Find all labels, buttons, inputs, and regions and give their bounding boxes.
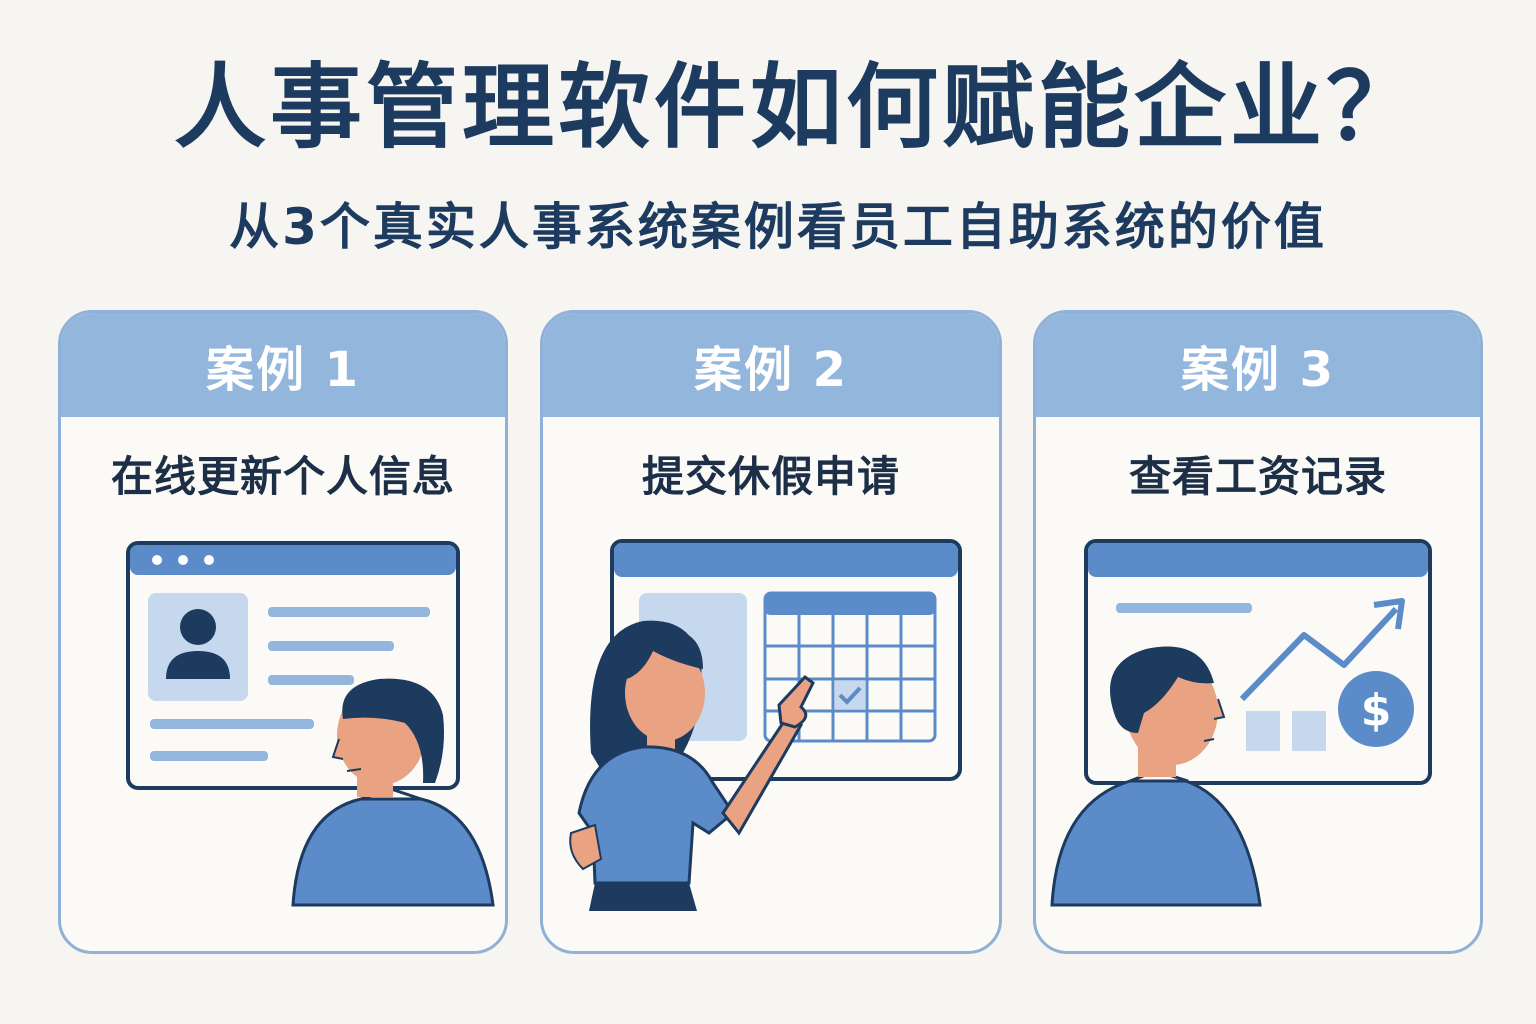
page-title: 人事管理软件如何赋能企业？ [173, 54, 1422, 161]
case-card-1-header: 案例 1 [61, 313, 505, 417]
case-card-1-caption: 在线更新个人信息 [110, 452, 455, 501]
page-subtitle: 从3个真实人事系统案例看员工自助系统的价值 [229, 198, 1327, 256]
case-card-3-header: 案例 3 [1036, 313, 1480, 417]
window-dot-icon [152, 555, 162, 565]
case-1-illustration [126, 541, 495, 907]
window-dot-icon [204, 555, 214, 565]
dollar-coin-icon: $ [1338, 671, 1414, 747]
person-illustration [1050, 646, 1262, 907]
case-2-illustration [569, 539, 962, 911]
case-card-3: 案例 3 查看工资记录 $ [1033, 310, 1483, 954]
person-illustration [291, 678, 495, 907]
case-card-1: 案例 1 在线更新个人信息 [58, 310, 508, 954]
window-dot-icon [178, 555, 188, 565]
person-illustration [569, 620, 815, 911]
trend-arrow-icon [1239, 598, 1405, 702]
svg-text:$: $ [1361, 685, 1392, 736]
case-3-illustration: $ [1050, 539, 1432, 907]
case-card-2-caption: 提交休假申请 [641, 452, 900, 501]
case-card-2: 案例 2 提交休假申请 [540, 310, 1002, 954]
profile-icon [148, 593, 248, 701]
case-card-2-header: 案例 2 [543, 313, 999, 417]
checkmark-icon [835, 681, 865, 709]
calendar-icon [763, 591, 937, 743]
case-card-3-caption: 查看工资记录 [1128, 452, 1387, 501]
